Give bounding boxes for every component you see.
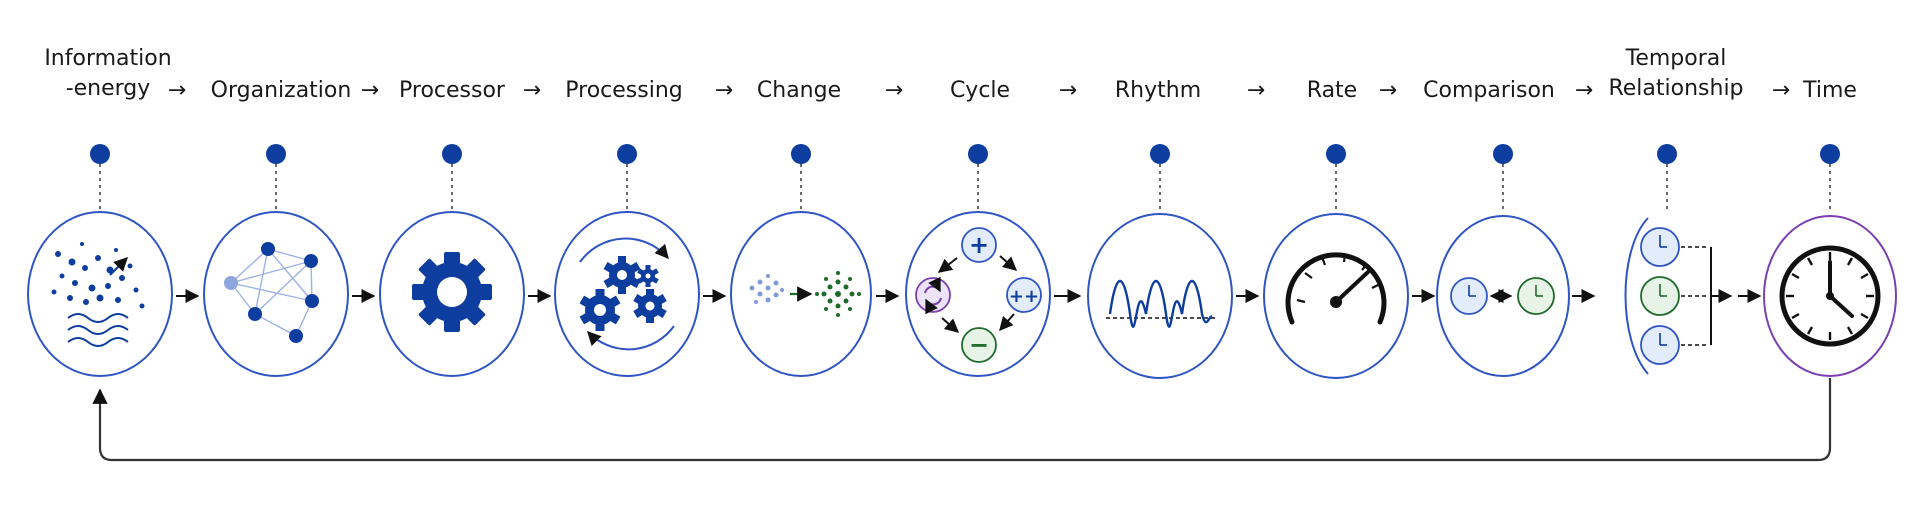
label-arrow: → — [884, 78, 904, 103]
label-arrow: → — [1771, 78, 1791, 103]
step-label-comparison: Comparison — [1423, 76, 1555, 106]
label-arrow: → — [1378, 78, 1398, 103]
clock-icon — [1450, 277, 1488, 315]
clock-icon — [1640, 227, 1680, 267]
minus-icon: − — [961, 327, 997, 363]
label-line-2: Change — [756, 78, 842, 103]
step-label-cycle: Cycle — [950, 76, 1010, 106]
clock-icon — [1779, 245, 1881, 347]
label-line-2: Processing — [565, 78, 683, 103]
node-ring — [905, 211, 1051, 377]
label-arrow: → — [1246, 78, 1266, 103]
speedometer-icon — [1285, 252, 1387, 325]
top-dot — [442, 144, 462, 164]
top-dot — [90, 144, 110, 164]
plus-icon: + — [961, 227, 997, 263]
label-arrow: → — [714, 78, 734, 103]
label-line-1: Information — [44, 46, 172, 71]
node-ring — [554, 211, 700, 377]
step-label-rhythm: Rhythm — [1115, 76, 1201, 106]
step-label-organization: Organization — [211, 76, 352, 106]
top-dot — [791, 144, 811, 164]
step-label-change: Change — [757, 76, 841, 106]
label-line-2: Time — [1803, 78, 1857, 103]
step-label-processing: Processing — [565, 76, 682, 106]
step-label-rate: Rate — [1307, 76, 1357, 106]
label-line-1: Temporal — [1625, 46, 1727, 71]
double-plus-icon: ++ — [1006, 277, 1042, 313]
scattered-dots-icon — [749, 274, 784, 304]
label-line-2: Rhythm — [1114, 78, 1202, 103]
node-rate — [1263, 144, 1409, 379]
clock-icon — [1640, 276, 1680, 316]
cycle-right-symbol: ++ — [1009, 286, 1039, 307]
wave-icon — [67, 313, 129, 347]
node-rhythm — [1087, 144, 1233, 379]
left-bracket-icon — [1624, 217, 1649, 375]
node-time — [1763, 144, 1897, 377]
top-dot — [266, 144, 286, 164]
top-dot — [617, 144, 637, 164]
feedback-loop-arrow — [92, 378, 1832, 462]
particle-arrow-icon — [109, 257, 128, 276]
gears-icon — [579, 256, 667, 331]
node-temporal-relationship — [1624, 144, 1733, 375]
refresh-icon — [915, 276, 951, 315]
label-arrow: → — [167, 78, 187, 103]
label-line-2: Organization — [210, 78, 352, 103]
clock-icon — [1517, 277, 1555, 315]
top-dot — [1150, 144, 1170, 164]
node-processing — [554, 144, 700, 377]
top-dot — [1820, 144, 1840, 164]
top-dot — [1326, 144, 1346, 164]
label-arrow: → — [360, 78, 380, 103]
top-dot — [1657, 144, 1677, 164]
label-line-2: Cycle — [949, 78, 1011, 103]
clustered-dots-icon — [815, 271, 861, 317]
top-dot — [968, 144, 988, 164]
label-arrow: → — [1058, 78, 1078, 103]
node-information-energy — [27, 144, 173, 377]
node-ring — [27, 211, 173, 377]
cycle-bottom-symbol: − — [969, 331, 989, 359]
label-line-2: Rate — [1306, 78, 1358, 103]
label-arrow: → — [522, 78, 542, 103]
wave-icon — [1108, 279, 1213, 328]
label-line-2: -energy — [65, 76, 151, 101]
step-label-information-energy: Information -energy — [44, 44, 171, 104]
label-line-2: Relationship — [1608, 76, 1744, 101]
node-organization — [203, 144, 349, 377]
merge-bracket-icon — [1681, 246, 1733, 346]
clock-icon — [1640, 325, 1680, 365]
network-icon — [224, 242, 319, 343]
particles-icon — [51, 242, 145, 309]
label-line-2: Comparison — [1423, 78, 1555, 103]
step-label-temporal-relationship: Temporal Relationship — [1608, 44, 1743, 104]
cycle-arrows-icon — [937, 255, 1018, 333]
step-label-processor: Processor — [399, 76, 505, 106]
cycle-top-symbol: + — [969, 231, 989, 259]
step-label-time: Time — [1803, 76, 1857, 106]
node-processor — [379, 144, 525, 377]
gear-icon — [412, 252, 492, 332]
cycle-arrows-icon — [579, 237, 675, 351]
node-cycle: + ++ − — [905, 144, 1051, 377]
node-change — [730, 144, 872, 377]
node-comparison — [1436, 144, 1570, 377]
label-arrow: → — [1574, 78, 1594, 103]
node-ring — [1087, 213, 1233, 379]
top-dot — [1493, 144, 1513, 164]
label-line-2: Processor — [399, 78, 505, 103]
